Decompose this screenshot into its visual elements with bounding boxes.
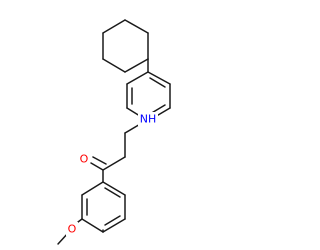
bond xyxy=(102,218,126,233)
bond xyxy=(102,19,126,34)
atom-label-carbonyl-oxygen: O xyxy=(78,152,90,166)
bond xyxy=(147,71,171,85)
bond xyxy=(102,58,126,73)
carbonyl-oxygen-label: O xyxy=(80,153,89,166)
atom-label-amine: NH xyxy=(138,112,158,126)
bond xyxy=(126,71,149,85)
bond xyxy=(149,77,166,88)
bond xyxy=(90,162,104,171)
amine-label: NH xyxy=(140,113,157,126)
atom-label-methoxy-oxygen: O xyxy=(66,222,78,236)
bond xyxy=(104,187,121,198)
methoxy-oxygen-label: O xyxy=(68,223,77,236)
bond xyxy=(81,181,104,196)
chemical-structure: O NH O xyxy=(57,19,171,245)
bond xyxy=(102,181,126,196)
bond xyxy=(124,19,149,34)
bond xyxy=(77,218,83,223)
bond xyxy=(92,156,107,165)
bond xyxy=(102,156,126,171)
bond xyxy=(81,218,104,233)
bond xyxy=(104,215,121,226)
bond-lines xyxy=(57,19,171,245)
bond xyxy=(124,58,149,73)
